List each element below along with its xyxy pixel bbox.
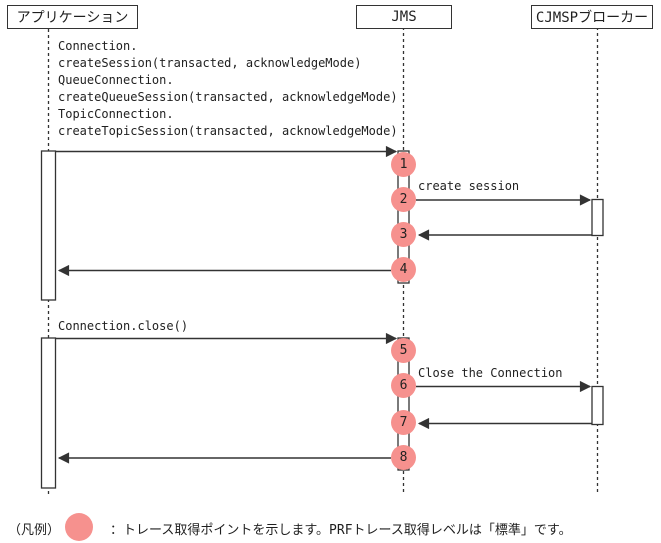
broker-activation-bar-1 xyxy=(591,198,604,237)
message-line: createTopicSession(transacted, acknowled… xyxy=(58,124,398,138)
application-activation-bar-2 xyxy=(40,337,57,489)
message-connection-close: Connection.close() xyxy=(58,319,189,333)
trace-point-5: 5 xyxy=(391,338,416,363)
trace-point-1: 1 xyxy=(391,152,416,177)
actor-box-jms: JMS xyxy=(356,5,452,29)
trace-point-4: 4 xyxy=(391,257,416,282)
application-activation-bar-1 xyxy=(40,150,57,301)
legend-description: ：トレース取得ポイントを示します。PRFトレース取得レベルは「標準」です。 xyxy=(110,523,572,538)
message-line: QueueConnection. xyxy=(58,73,174,87)
trace-point-8: 8 xyxy=(391,445,416,470)
legend-label: （凡例） xyxy=(8,523,61,538)
trace-point-number: 8 xyxy=(399,450,408,465)
trace-point-number: 4 xyxy=(399,262,408,277)
trace-point-number: 3 xyxy=(399,227,408,242)
trace-point-number: 2 xyxy=(399,192,408,207)
broker-activation-bar-2 xyxy=(591,385,604,426)
trace-point-number: 7 xyxy=(399,415,408,430)
trace-point-3: 3 xyxy=(391,222,416,247)
message-create-session: create session xyxy=(418,179,520,193)
trace-point-number: 6 xyxy=(399,378,408,393)
trace-point-2: 2 xyxy=(391,187,416,212)
trace-point-7: 7 xyxy=(391,410,416,435)
message-session-create-block: Connection. createSession(transacted, ac… xyxy=(58,38,398,140)
message-close-the-connection: Close the Connection xyxy=(418,366,563,380)
trace-point-number: 1 xyxy=(399,157,408,172)
jms-activation-bar-1 xyxy=(397,150,410,284)
actor-label-jms: JMS xyxy=(391,9,417,25)
message-line: createSession(transacted, acknowledgeMod… xyxy=(58,56,362,70)
actor-box-cjmsp-broker: CJMSPブローカー xyxy=(531,5,653,29)
message-line: Connection. xyxy=(58,39,138,53)
trace-point-number: 5 xyxy=(399,343,408,358)
trace-point-6: 6 xyxy=(391,373,416,398)
message-line: TopicConnection. xyxy=(58,107,174,121)
actor-box-application: アプリケーション xyxy=(7,5,138,29)
message-line: createQueueSession(transacted, acknowled… xyxy=(58,90,398,104)
actor-label-application: アプリケーション xyxy=(16,10,129,26)
legend-trace-point-icon xyxy=(65,513,93,541)
actor-label-cjmsp-broker: CJMSPブローカー xyxy=(535,10,649,26)
